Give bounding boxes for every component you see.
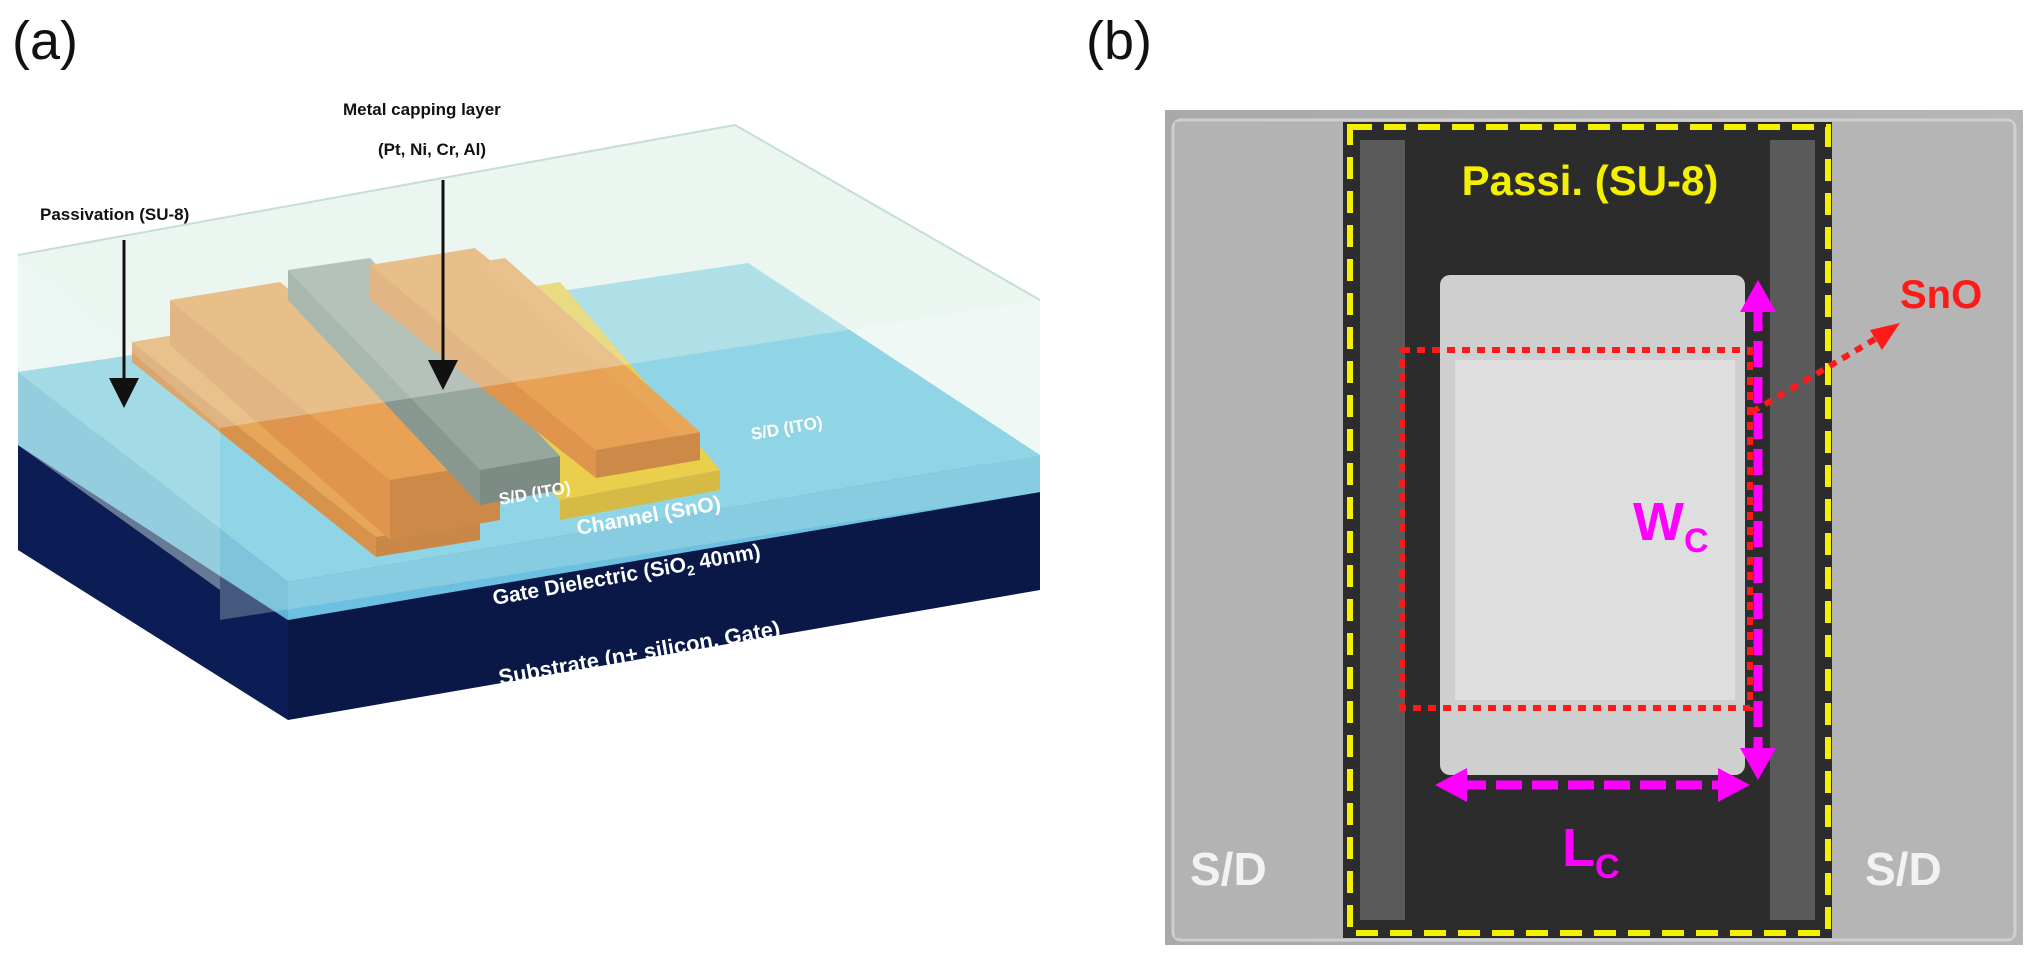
sd-left-micro-label: S/D <box>1190 843 1267 895</box>
passivation-outline <box>1347 124 1831 936</box>
sd-right-upper-side <box>596 432 700 478</box>
metal-cap-side <box>480 456 560 505</box>
sno-leader <box>1750 332 1884 415</box>
metal-capping-materials: (Pt, Ni, Cr, Al) <box>378 140 486 159</box>
dielectric-front <box>18 372 288 620</box>
substrate-front <box>18 445 288 720</box>
panel-a-label: (a) <box>12 11 78 71</box>
metal-capping-title: Metal capping layer <box>343 100 501 119</box>
sd-right-pad <box>1832 122 2012 938</box>
lc-label: LC <box>1562 818 1620 886</box>
sno-outline <box>1399 347 1753 711</box>
panel-b-label: (b) <box>1086 11 1152 71</box>
sd-right-micro-label: S/D <box>1865 843 1942 895</box>
passi-label: Passi. (SU-8) <box>1462 157 1719 204</box>
micrograph <box>1165 110 2023 945</box>
substrate-side <box>288 492 1040 720</box>
device-schematic: S/D (ITO) S/D (ITO) Channel (SnO) Gate D… <box>17 123 1041 720</box>
dielectric-side <box>288 455 1040 620</box>
passivation-top <box>18 125 1040 428</box>
passivation-front <box>18 255 220 590</box>
channel-front <box>560 470 720 520</box>
sd-left-lower-side <box>376 520 480 557</box>
passivation-side <box>220 300 1040 620</box>
sd-left-pad <box>1175 122 1343 938</box>
wc-label: WC <box>1633 492 1709 560</box>
sno-label: SnO <box>1900 273 1982 317</box>
passivation-callout: Passivation (SU-8) <box>40 205 189 224</box>
